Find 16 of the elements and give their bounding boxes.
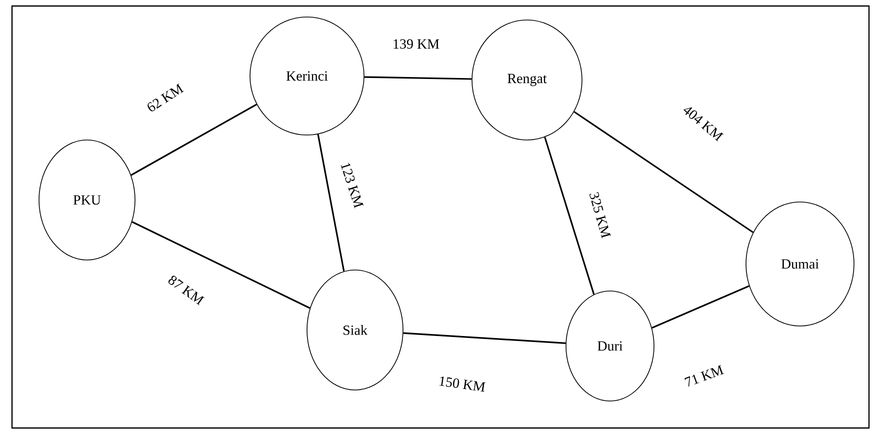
distance-label: 123 KM	[339, 160, 365, 210]
road-line	[317, 134, 345, 272]
road-line	[130, 104, 257, 176]
distance-label: 150 KM	[436, 374, 488, 394]
distance-label: 62 KM	[144, 82, 186, 114]
road-line	[652, 285, 750, 329]
distance-label: 71 KM	[682, 364, 726, 388]
road-line	[364, 76, 472, 80]
distance-label: 325 KM	[588, 190, 612, 240]
distance-label: 404 KM	[680, 102, 726, 144]
road-line	[403, 332, 566, 344]
road-line	[132, 221, 310, 309]
distance-label: 139 KM	[391, 38, 441, 50]
distance-label: 87 KM	[166, 273, 206, 307]
road-line	[544, 136, 595, 295]
road-line	[574, 111, 754, 234]
